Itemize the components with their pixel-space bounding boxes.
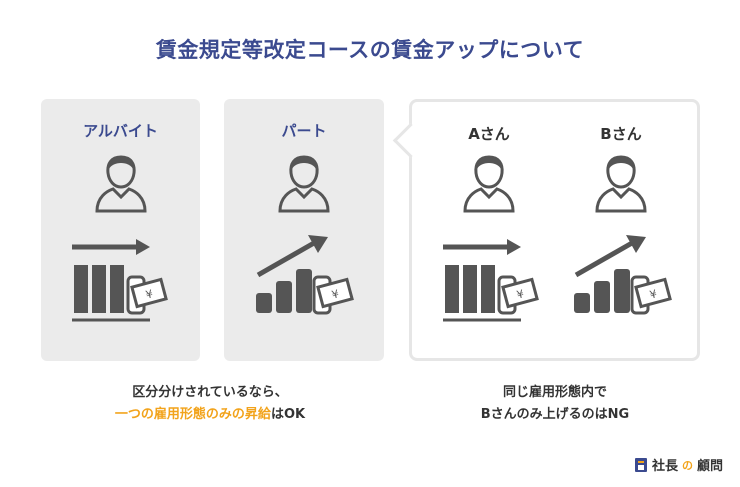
rising-growth-icon: ¥ (574, 235, 672, 315)
caption-right-line1: 同じ雇用形態内で (502, 385, 607, 400)
caption-left-line2: 一つの雇用形態のみの昇給はOK (80, 404, 340, 426)
card-label-person-b: Bさん (600, 125, 642, 143)
card-part: パート ¥ (224, 99, 384, 361)
person-b-column: Bさん ¥ (562, 102, 680, 358)
caption-left-rest: はOK (270, 407, 306, 422)
brand-part2: の (681, 458, 693, 472)
person-a-column: Aさん ¥ (430, 102, 548, 358)
flat-growth-icon: ¥ (72, 239, 168, 322)
rising-growth-icon: ¥ (256, 235, 354, 315)
caption-left-line1: 区分分けされているなら、 (132, 385, 288, 400)
person-icon (463, 155, 515, 213)
card-arbeit: アルバイト ¥ (41, 99, 200, 361)
page-title: 賃金規定等改定コースの賃金アップについて (155, 38, 585, 62)
caption-left: 区分分けされているなら、 一つの雇用形態のみの昇給はOK (80, 382, 340, 426)
callout-pointer (392, 122, 429, 159)
caption-right: 同じ雇用形態内で Bさんのみ上げるのはNG (435, 382, 675, 426)
book-icon (634, 457, 647, 472)
brand-logo: 社長の顧問 (634, 455, 723, 474)
svg-text:¥: ¥ (648, 287, 658, 301)
card-individuals: Aさん ¥ Bさん (392, 99, 700, 361)
svg-text:¥: ¥ (330, 287, 340, 301)
caption-left-highlight: 一つの雇用形態のみの昇給 (114, 407, 271, 422)
card-label-person-a: Aさん (468, 125, 510, 143)
caption-right-line2: Bさんのみ上げるのはNG (480, 407, 630, 422)
brand-part1: 社長 (651, 459, 678, 474)
person-icon (95, 155, 147, 213)
svg-text:¥: ¥ (515, 287, 525, 301)
card-label-part: パート (281, 122, 327, 140)
person-icon (278, 155, 330, 213)
person-icon (595, 155, 647, 213)
brand-part3: 顧問 (696, 459, 723, 474)
card-label-arbeit: アルバイト (83, 122, 158, 140)
svg-text:¥: ¥ (144, 287, 154, 301)
flat-growth-icon: ¥ (443, 239, 539, 322)
